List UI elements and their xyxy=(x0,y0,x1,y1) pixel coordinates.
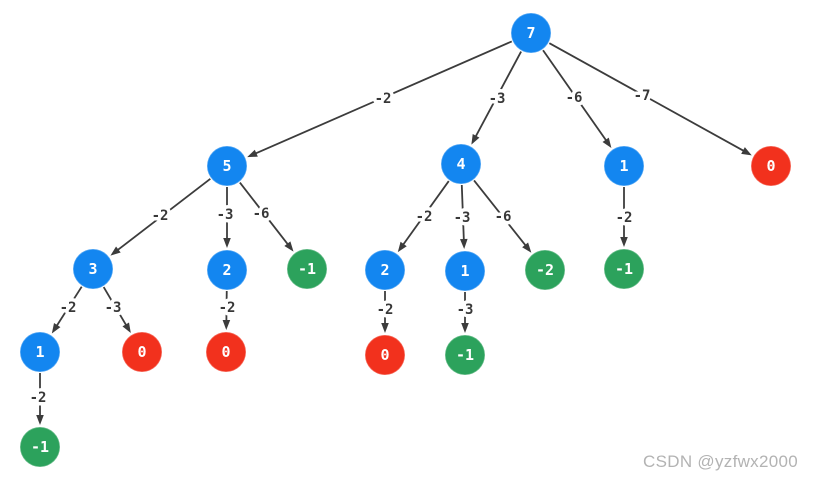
tree-node-n5 xyxy=(206,145,248,187)
tree-edge xyxy=(55,286,83,328)
tree-node-nm1c xyxy=(19,426,61,468)
watermark: CSDN @yzfwx2000 xyxy=(643,452,798,471)
tree-node-value: 5 xyxy=(222,157,231,175)
tree-edge-label: -2 xyxy=(30,390,47,406)
tree-node-n0b xyxy=(205,331,247,373)
tree-edge-label: -2 xyxy=(377,302,394,318)
tree-edge-arrowhead xyxy=(471,133,480,145)
tree-edge xyxy=(460,184,465,242)
tree-edge-arrowhead xyxy=(223,238,231,248)
tree-node-n3 xyxy=(72,248,114,290)
tree-node-value: -1 xyxy=(31,438,49,456)
tree-edge-arrowhead xyxy=(522,242,532,253)
tree-node-n2a xyxy=(206,249,248,291)
tree-edge-arrowhead xyxy=(36,415,44,425)
tree-node-nm1a xyxy=(286,248,328,290)
tree-node-nm1r xyxy=(603,248,645,290)
tree-node-value: 2 xyxy=(380,261,389,279)
tree-edge-arrowhead xyxy=(602,137,612,148)
tree-node-value: 0 xyxy=(137,343,146,361)
tree-node-value: 0 xyxy=(380,346,389,364)
tree-edge-label: -7 xyxy=(634,88,651,104)
tree-node-value: 0 xyxy=(221,343,230,361)
tree-node-n1m xyxy=(444,250,486,292)
tree-node-n4 xyxy=(440,143,482,185)
tree-node-value: -1 xyxy=(298,260,316,278)
tree-edge xyxy=(116,178,211,252)
tree-edge-label: -2 xyxy=(219,300,236,316)
tree-edge-label: -3 xyxy=(457,302,474,318)
tree-edge-arrowhead xyxy=(397,241,407,253)
tree-node-n0a xyxy=(121,331,163,373)
tree-edge xyxy=(542,49,608,142)
tree-edge xyxy=(474,51,522,138)
tree-edge xyxy=(102,286,128,327)
tree-edge-label: -3 xyxy=(454,210,471,226)
tree-node-nm2 xyxy=(524,249,566,291)
tree-node-value: -1 xyxy=(615,260,633,278)
tree-edge-arrowhead xyxy=(51,322,61,334)
tree-node-n0r xyxy=(750,145,792,187)
tree-node-value: 1 xyxy=(460,262,469,280)
tree-edge-arrowhead xyxy=(110,246,121,256)
tree-edge xyxy=(473,179,528,248)
tree-edge-label: -2 xyxy=(152,208,169,224)
tree-node-value: 1 xyxy=(619,157,628,175)
tree-node-value: 3 xyxy=(88,260,97,278)
tree-edge-label: -6 xyxy=(495,209,512,225)
tree-edge-label: -2 xyxy=(60,300,77,316)
tree-node-value: -2 xyxy=(536,261,554,279)
tree-edge xyxy=(401,180,450,247)
tree-edge xyxy=(548,42,746,153)
tree-edge-arrowhead xyxy=(741,147,752,156)
tree-edge xyxy=(239,182,290,246)
tree-edge-label: -6 xyxy=(566,90,583,106)
tree-edge-label: -2 xyxy=(616,210,633,226)
tree-edge-arrowhead xyxy=(222,319,231,331)
tree-edge-arrowhead xyxy=(381,323,389,333)
tree-node-n0c xyxy=(364,334,406,376)
tree-edge-label: -3 xyxy=(217,207,234,223)
tree-edge xyxy=(254,40,513,155)
tree-node-n7 xyxy=(510,12,552,54)
tree-edge-arrowhead xyxy=(620,237,628,247)
tree-node-value: 2 xyxy=(222,261,231,279)
tree-node-value: 1 xyxy=(35,343,44,361)
tree-edge-arrowhead xyxy=(284,241,294,252)
tree-node-nm1m xyxy=(444,334,486,376)
tree-node-value: -1 xyxy=(456,346,474,364)
tree-edge-label: -3 xyxy=(105,300,122,316)
tree-node-n2b xyxy=(364,249,406,291)
tree-edge-label: -6 xyxy=(253,206,270,222)
tree-edge-label: -3 xyxy=(489,91,506,107)
tree-node-value: 4 xyxy=(456,155,465,173)
tree-edge-arrowhead xyxy=(460,238,468,250)
tree-node-value: 7 xyxy=(526,24,535,42)
tree-node-value: 0 xyxy=(766,157,775,175)
tree-edge-label: -2 xyxy=(416,209,433,225)
tree-edge-arrowhead xyxy=(122,322,131,334)
tree-edge-label: -2 xyxy=(375,91,392,107)
tree-node-n1c xyxy=(19,331,61,373)
tree-edge-arrowhead xyxy=(461,323,469,333)
tree-node-n1r xyxy=(603,145,645,187)
tree-edge-arrowhead xyxy=(247,149,258,158)
